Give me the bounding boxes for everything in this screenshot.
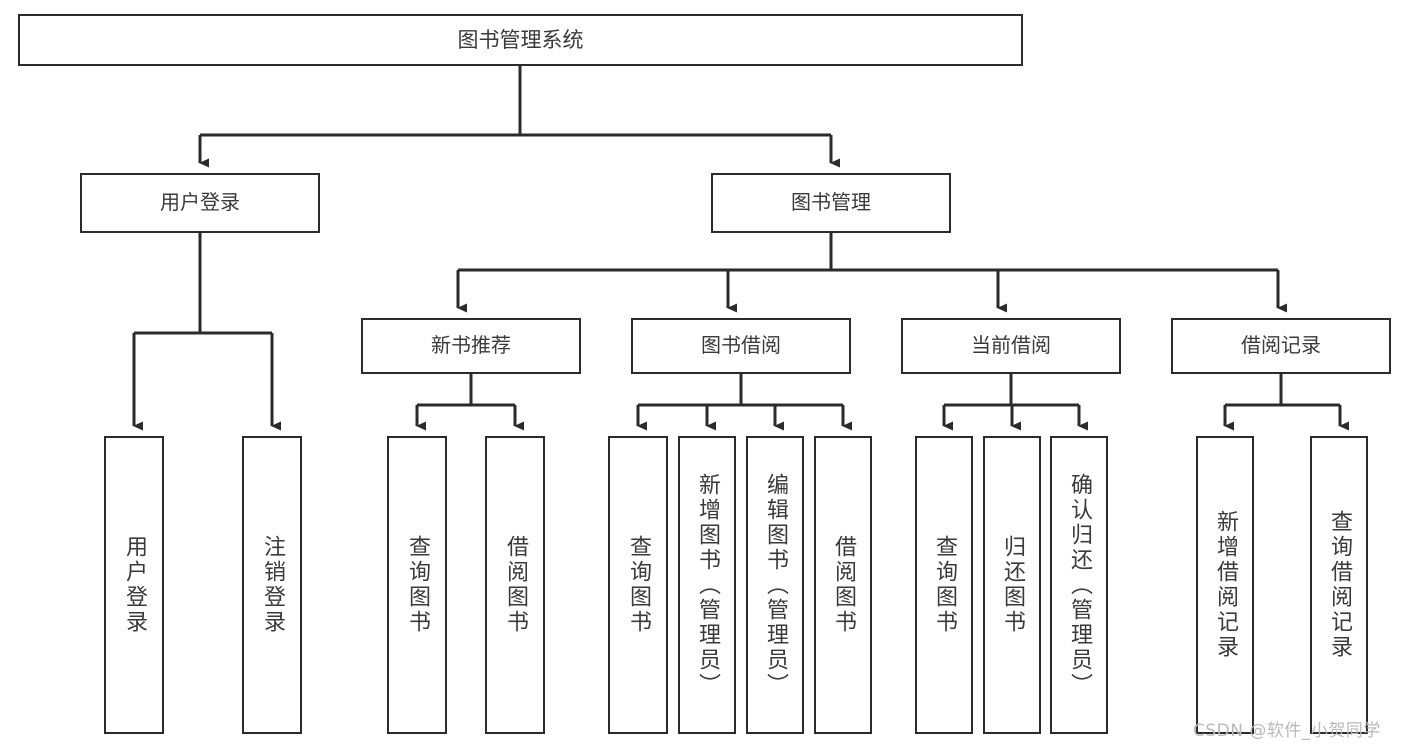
node-leaf-query-book-1-label: 查询图书	[404, 535, 430, 635]
node-leaf-confirm-return-admin-label: 确认归还（管理员）	[1066, 472, 1092, 698]
node-root-label: 图书管理系统	[457, 27, 584, 52]
node-leaf-logout-login-label: 注销登录	[259, 535, 285, 635]
node-leaf-user-login-label: 用户登录	[121, 535, 147, 635]
node-leaf-edit-book-admin-label: 编辑图书（管理员）	[762, 472, 788, 698]
node-borrow-record-label: 借阅记录	[1241, 333, 1321, 358]
node-book-manage[interactable]: 图书管理	[711, 173, 951, 233]
node-leaf-return-book[interactable]: 归还图书	[983, 436, 1041, 734]
node-new-book-recommend-label: 新书推荐	[431, 333, 511, 358]
node-leaf-query-book-1[interactable]: 查询图书	[387, 436, 447, 734]
node-leaf-add-book-admin[interactable]: 新增图书（管理员）	[678, 436, 736, 734]
node-leaf-query-book-3-label: 查询图书	[931, 535, 957, 635]
node-borrow-record[interactable]: 借阅记录	[1171, 318, 1391, 374]
node-leaf-add-borrow-record-label: 新增借阅记录	[1212, 510, 1238, 660]
csdn-watermark: CSDN @软件_小贺同学	[1193, 721, 1381, 741]
node-leaf-query-book-3[interactable]: 查询图书	[915, 436, 973, 734]
node-current-borrow-label: 当前借阅	[971, 333, 1051, 358]
node-leaf-query-borrow-record-label: 查询借阅记录	[1326, 510, 1352, 660]
node-book-manage-label: 图书管理	[791, 190, 871, 215]
node-leaf-query-book-2[interactable]: 查询图书	[608, 436, 668, 734]
node-book-borrow-label: 图书借阅	[701, 333, 781, 358]
node-user-login-label: 用户登录	[160, 190, 240, 215]
node-book-borrow[interactable]: 图书借阅	[631, 318, 851, 374]
node-leaf-return-book-label: 归还图书	[999, 535, 1025, 635]
node-leaf-borrow-book-1-label: 借阅图书	[502, 535, 528, 635]
node-leaf-borrow-book-1[interactable]: 借阅图书	[485, 436, 545, 734]
node-current-borrow[interactable]: 当前借阅	[901, 318, 1121, 374]
node-leaf-add-borrow-record[interactable]: 新增借阅记录	[1196, 436, 1254, 734]
node-root-system[interactable]: 图书管理系统	[18, 14, 1023, 66]
node-leaf-edit-book-admin[interactable]: 编辑图书（管理员）	[746, 436, 804, 734]
node-leaf-query-book-2-label: 查询图书	[625, 535, 651, 635]
node-leaf-query-borrow-record[interactable]: 查询借阅记录	[1310, 436, 1368, 734]
node-leaf-borrow-book-2[interactable]: 借阅图书	[814, 436, 872, 734]
node-leaf-borrow-book-2-label: 借阅图书	[830, 535, 856, 635]
node-leaf-user-login[interactable]: 用户登录	[104, 436, 164, 734]
node-leaf-add-book-admin-label: 新增图书（管理员）	[694, 472, 720, 698]
node-leaf-confirm-return-admin[interactable]: 确认归还（管理员）	[1050, 436, 1108, 734]
node-leaf-logout-login[interactable]: 注销登录	[242, 436, 302, 734]
node-user-login[interactable]: 用户登录	[80, 173, 320, 233]
node-new-book-recommend[interactable]: 新书推荐	[361, 318, 581, 374]
